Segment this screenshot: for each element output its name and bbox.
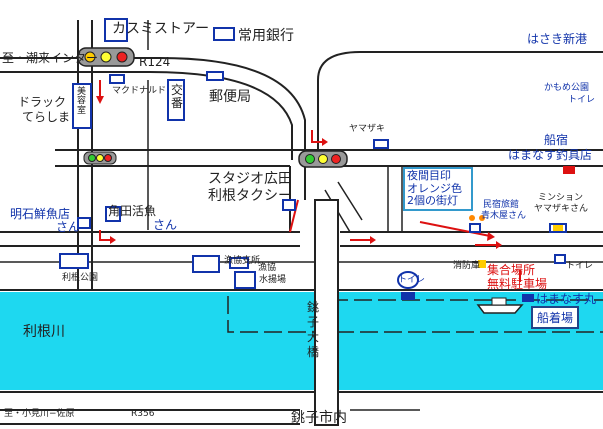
north-road-to-port [317,51,603,160]
route-124-road-inner [0,71,293,160]
kasumi-store-label: カスミストアー [112,21,210,37]
gyokyo-label-2: 水揚場 [259,275,287,285]
east-toilet-label: トイレ [566,261,594,271]
beauty-salon-label: 美容室 [77,87,87,116]
gyokyo-label-1: 漁協 [258,263,277,273]
east-park-toilet-marker [554,254,566,264]
toilet-label: トイレ [398,275,426,285]
tone-taxi-label: 利根タクシー [208,188,292,204]
boat-cabin [491,297,507,306]
yamazaki-label: ヤマザキ [349,124,386,134]
post-office-label: 郵便局 [209,89,251,105]
route-124-road [0,57,306,160]
koban-label: 交番 [171,83,184,110]
route-356-label: R356 [131,409,155,419]
minshuku-label-2: 青木屋さん [481,211,527,221]
tone-river-label: 利根川 [23,324,65,340]
traffic-light-east [298,150,348,168]
traffic-light-west [77,47,135,67]
joyo-bank-label: 常用銀行 [238,28,294,44]
to-choshi-label: 銚子市内 [291,410,347,426]
fishery-branch-label: 漁協支所 [224,256,261,266]
boat-icon [476,304,524,314]
route-124-label: R124 [139,55,171,69]
funayado-marker [563,166,575,174]
mansion-label-2: ヤマザキさん [534,204,589,214]
drugstore-label-1: ドラック [18,95,67,109]
night-note-line: 夜間目印 [407,169,451,182]
boat-label: はまなす丸 [536,292,597,306]
upper-street [55,149,603,167]
mansion-marker [553,225,563,231]
drugstore-label-2: てらしま [22,110,71,124]
to-itako-label: 至・潮来インター [2,51,99,65]
funayado-label-2: はまなす釣具店 [508,148,593,162]
pier-outline [227,296,603,333]
tsunoda-fish-label-1: 角田活魚 [108,204,157,218]
fire-station-label: 消防庫 [453,261,481,271]
fire-station-marker [478,260,486,268]
route-356-road [0,409,300,425]
tone-river [0,292,603,390]
toilet-icon [397,271,419,289]
toilet-marker [401,292,415,300]
akashi-fish-label-2: さん [56,220,81,234]
meeting-place-label-1: 集合場所 [487,263,536,277]
mcdonalds-label: マクドナルド [112,86,167,96]
route-arrows [99,80,521,282]
kamome-park-label-2: トイレ [568,95,596,105]
east-street [387,166,403,232]
studio-hirota-label: スタジオ広田 [208,171,292,187]
meeting-place-label-2: 無料駐車場 [487,277,548,291]
arrow-heads [96,96,502,249]
kamome-park-label-1: かもめ公園 [544,83,590,93]
traffic-light-middle [83,151,117,165]
orange-street-lamp [479,215,485,221]
to-sawara-label: 至・小見川−佐原 [4,409,75,419]
minshuku-label-1: 民宿旅館 [483,200,520,210]
dock-marker [522,294,534,302]
funayado-label-1: 船宿 [544,133,569,147]
akashi-fish-label-1: 明石鮮魚店 [10,207,71,221]
tone-park-label: 利根公園 [62,273,99,283]
night-note-line: オレンジ色 [407,181,462,195]
mansion-label-1: ミンション [538,193,584,203]
hasaki-port-label: はさき新港 [527,32,588,46]
night-landmark-note: 夜間目印 オレンジ色 2個の街灯 [403,167,473,211]
dock-label: 船着場 [531,306,580,329]
orange-street-lamp [469,215,475,221]
middle-street [0,231,603,247]
tsunoda-fish-label-2: さん [153,218,178,232]
choshi-bridge-label: 銚子大橋 [307,300,320,359]
choshi-bridge [314,199,339,426]
night-note-line: 2個の街灯 [407,194,458,208]
